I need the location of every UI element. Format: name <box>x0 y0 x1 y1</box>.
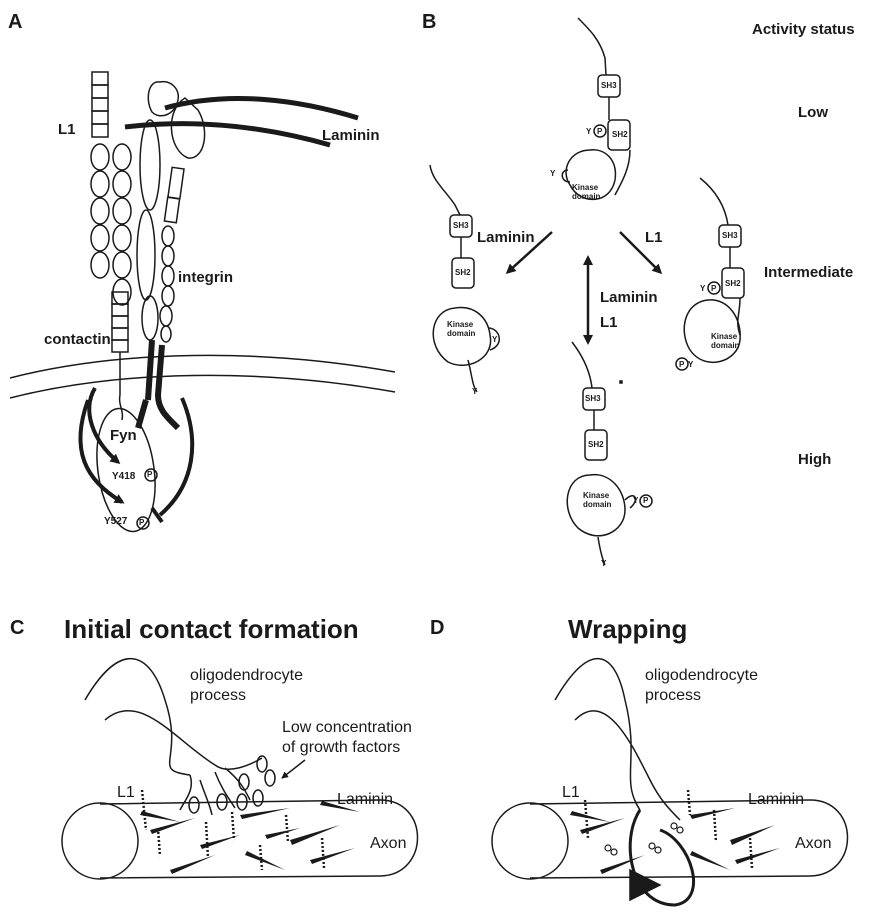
label-sh3-right: SH3 <box>722 232 738 240</box>
label-l1-d: L1 <box>562 785 580 801</box>
label-p-y418: P <box>147 471 152 479</box>
label-sh2-high: SH2 <box>588 441 604 449</box>
src-laminin-bound <box>430 165 499 392</box>
label-y-low: Y <box>586 128 591 136</box>
label-kinase-high: Kinase <box>583 492 609 500</box>
label-domain-right: domain <box>711 342 739 350</box>
label-y-left: Y <box>492 336 497 344</box>
label-l1-b-right: L1 <box>645 230 663 245</box>
axon-end-d <box>492 803 568 879</box>
label-sh2-right: SH2 <box>725 280 741 288</box>
label-domain-low: domain <box>572 193 600 201</box>
label-domain-high: domain <box>583 501 611 509</box>
panel-label-d: D <box>430 618 444 638</box>
label-sh2-left: SH2 <box>455 269 471 277</box>
label-contactin: contactin <box>44 332 111 347</box>
wrapping-arrowhead <box>630 870 660 900</box>
label-laminin-b-center: Laminin <box>600 290 658 305</box>
label-process-d-2: process <box>645 688 701 704</box>
label-intermediate: Intermediate <box>764 265 853 280</box>
label-domain-left: domain <box>447 330 475 338</box>
src-high-activity <box>567 342 652 565</box>
laminin-strand-1 <box>165 99 358 118</box>
label-kinase-right: Kinase <box>711 333 737 341</box>
label-laminin-c: Laminin <box>337 792 393 808</box>
arrow-growth-factors <box>282 760 305 778</box>
label-l1-a: L1 <box>58 122 76 137</box>
label-growth-2: of growth factors <box>282 740 400 756</box>
label-process-c-1: oligodendrocyte <box>190 668 303 684</box>
label-activity-status: Activity status <box>752 22 855 37</box>
label-sh3-low: SH3 <box>601 82 617 90</box>
axon-end-c <box>62 803 138 879</box>
arrow-to-y418 <box>89 388 118 462</box>
label-axon-c: Axon <box>370 836 406 852</box>
label-l1-c: L1 <box>117 785 135 801</box>
arrow-to-y527 <box>80 400 122 502</box>
l1-fn-repeats <box>92 72 108 137</box>
panel-label-c: C <box>10 618 24 638</box>
label-sh3-high: SH3 <box>585 395 601 403</box>
title-wrapping: Wrapping <box>568 616 687 642</box>
label-p-y527: P <box>139 519 144 527</box>
label-low: Low <box>798 105 828 120</box>
laminin-fibers-c <box>140 801 360 874</box>
l1-ig-domains <box>91 144 131 305</box>
label-y-right-2: Y <box>688 361 693 369</box>
label-y-high-2: Y <box>601 560 606 568</box>
label-kinase-left: Kinase <box>447 321 473 329</box>
label-l1-b-center: L1 <box>600 315 618 330</box>
label-y-low-2: Y <box>550 170 555 178</box>
label-y-right: Y <box>700 285 705 293</box>
label-p-high: P <box>643 497 648 505</box>
label-high: High <box>798 452 831 467</box>
cell-membrane-outer <box>10 355 395 378</box>
panel-label-b: B <box>422 12 436 32</box>
label-sh3-left: SH3 <box>453 222 469 230</box>
label-growth-1: Low concentration <box>282 720 412 736</box>
cell-membrane-inner <box>10 375 395 398</box>
protease-scissors <box>605 823 683 855</box>
label-laminin-b-left: Laminin <box>477 230 535 245</box>
label-axon-d: Axon <box>795 836 831 852</box>
title-initial-contact: Initial contact formation <box>64 616 359 642</box>
label-laminin-d: Laminin <box>748 792 804 808</box>
label-y-left-2: Y <box>472 388 477 396</box>
label-p-low: P <box>597 128 602 136</box>
contactin-squares <box>112 292 128 352</box>
label-p-right: P <box>711 285 716 293</box>
integrin-beta <box>158 98 205 428</box>
label-kinase-low: Kinase <box>572 184 598 192</box>
src-low-activity <box>562 18 630 199</box>
label-sh2-low: SH2 <box>612 131 628 139</box>
label-y418: Y418 <box>112 472 135 482</box>
label-process-c-2: process <box>190 688 246 704</box>
label-integrin: integrin <box>178 270 233 285</box>
panel-label-a: A <box>8 12 22 32</box>
label-fyn: Fyn <box>110 428 137 443</box>
label-y527: Y527 <box>104 517 127 527</box>
label-p-right-2: P <box>679 361 684 369</box>
label-laminin-a: Laminin <box>322 128 380 143</box>
label-y-high: Y <box>633 497 638 505</box>
panel-b-diagram <box>430 18 744 565</box>
label-process-d-1: oligodendrocyte <box>645 668 758 684</box>
